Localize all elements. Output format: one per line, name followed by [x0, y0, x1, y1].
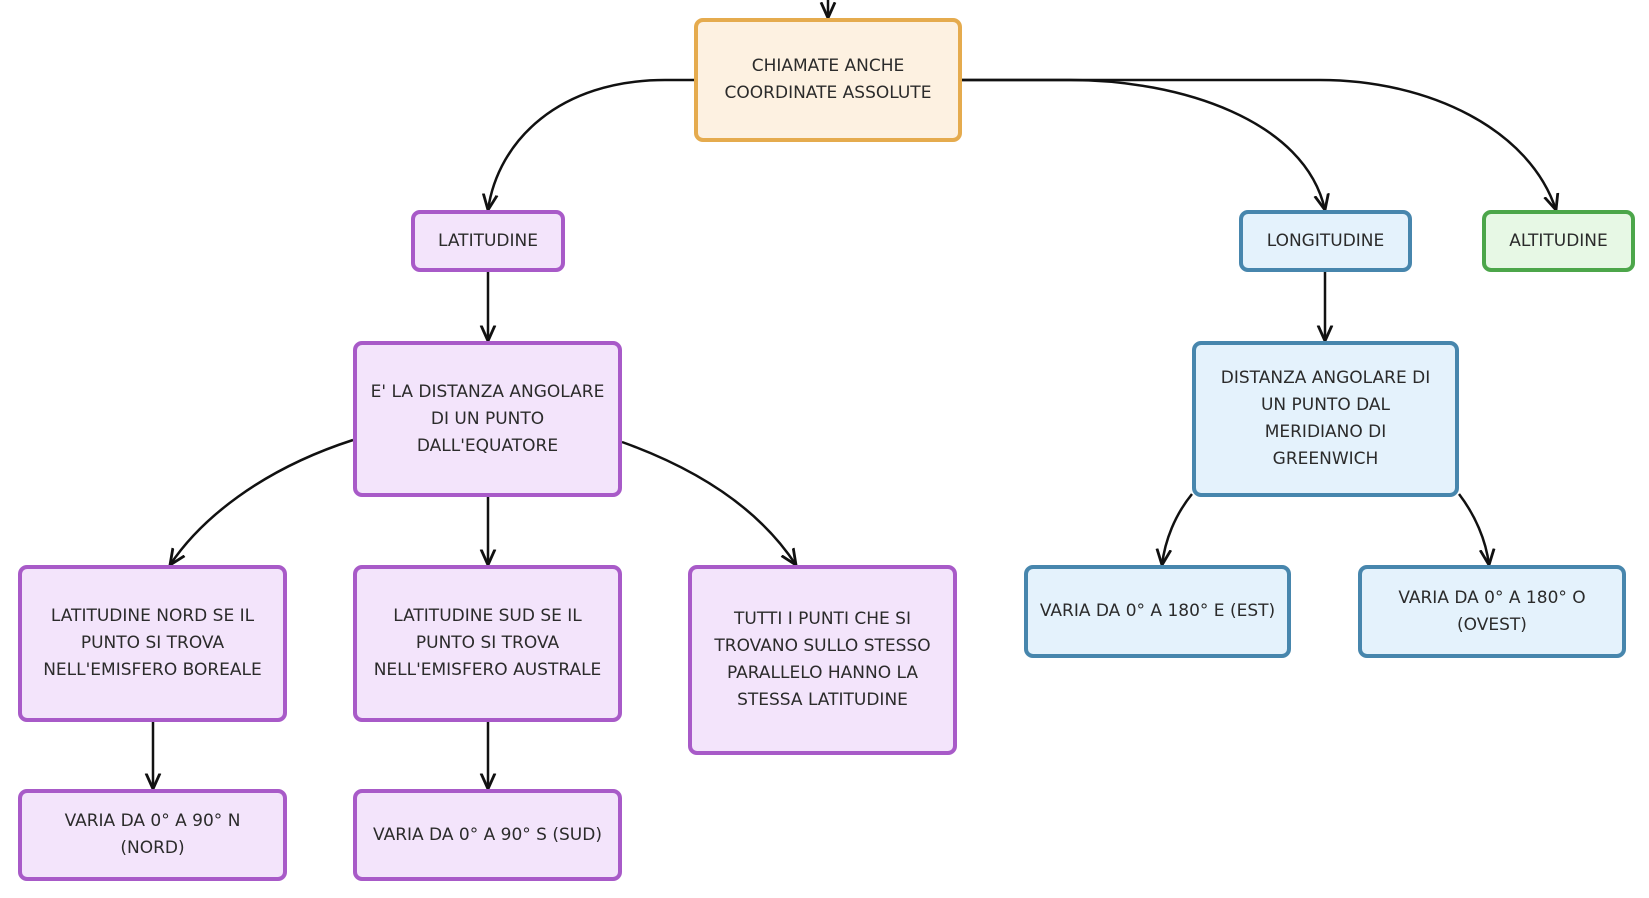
node-coordinate-assolute: CHIAMATE ANCHE COORDINATE ASSOLUTE [694, 18, 962, 142]
node-latitudine-sud: LATITUDINE SUD SE IL PUNTO SI TROVA NELL… [353, 565, 622, 722]
node-longitudine: LONGITUDINE [1239, 210, 1412, 272]
edge-root-longitudine [962, 78, 1325, 210]
node-varia-ovest: VARIA DA 0° A 180° O (OVEST) [1358, 565, 1626, 658]
edge-latdef-parallelo [621, 440, 796, 565]
node-varia-sud: VARIA DA 0° A 90° S (SUD) [353, 789, 622, 881]
edge-londef-lonovest [1458, 493, 1489, 565]
edge-root-altitudine [962, 78, 1556, 210]
node-varia-nord: VARIA DA 0° A 90° N (NORD) [18, 789, 287, 881]
node-longitudine-definizione: DISTANZA ANGOLARE DI UN PUNTO DAL MERIDI… [1192, 341, 1459, 497]
node-altitudine: ALTITUDINE [1482, 210, 1635, 272]
node-latitudine-nord: LATITUDINE NORD SE IL PUNTO SI TROVA NEL… [18, 565, 287, 722]
edge-root-latitudine [488, 78, 694, 210]
node-latitudine-definizione: E' LA DISTANZA ANGOLARE DI UN PUNTO DALL… [353, 341, 622, 497]
edge-londef-lonest [1162, 493, 1193, 565]
node-latitudine: LATITUDINE [411, 210, 565, 272]
edge-latdef-latnord [170, 438, 354, 565]
node-stesso-parallelo: TUTTI I PUNTI CHE SI TROVANO SULLO STESS… [688, 565, 957, 755]
node-varia-est: VARIA DA 0° A 180° E (EST) [1024, 565, 1291, 658]
